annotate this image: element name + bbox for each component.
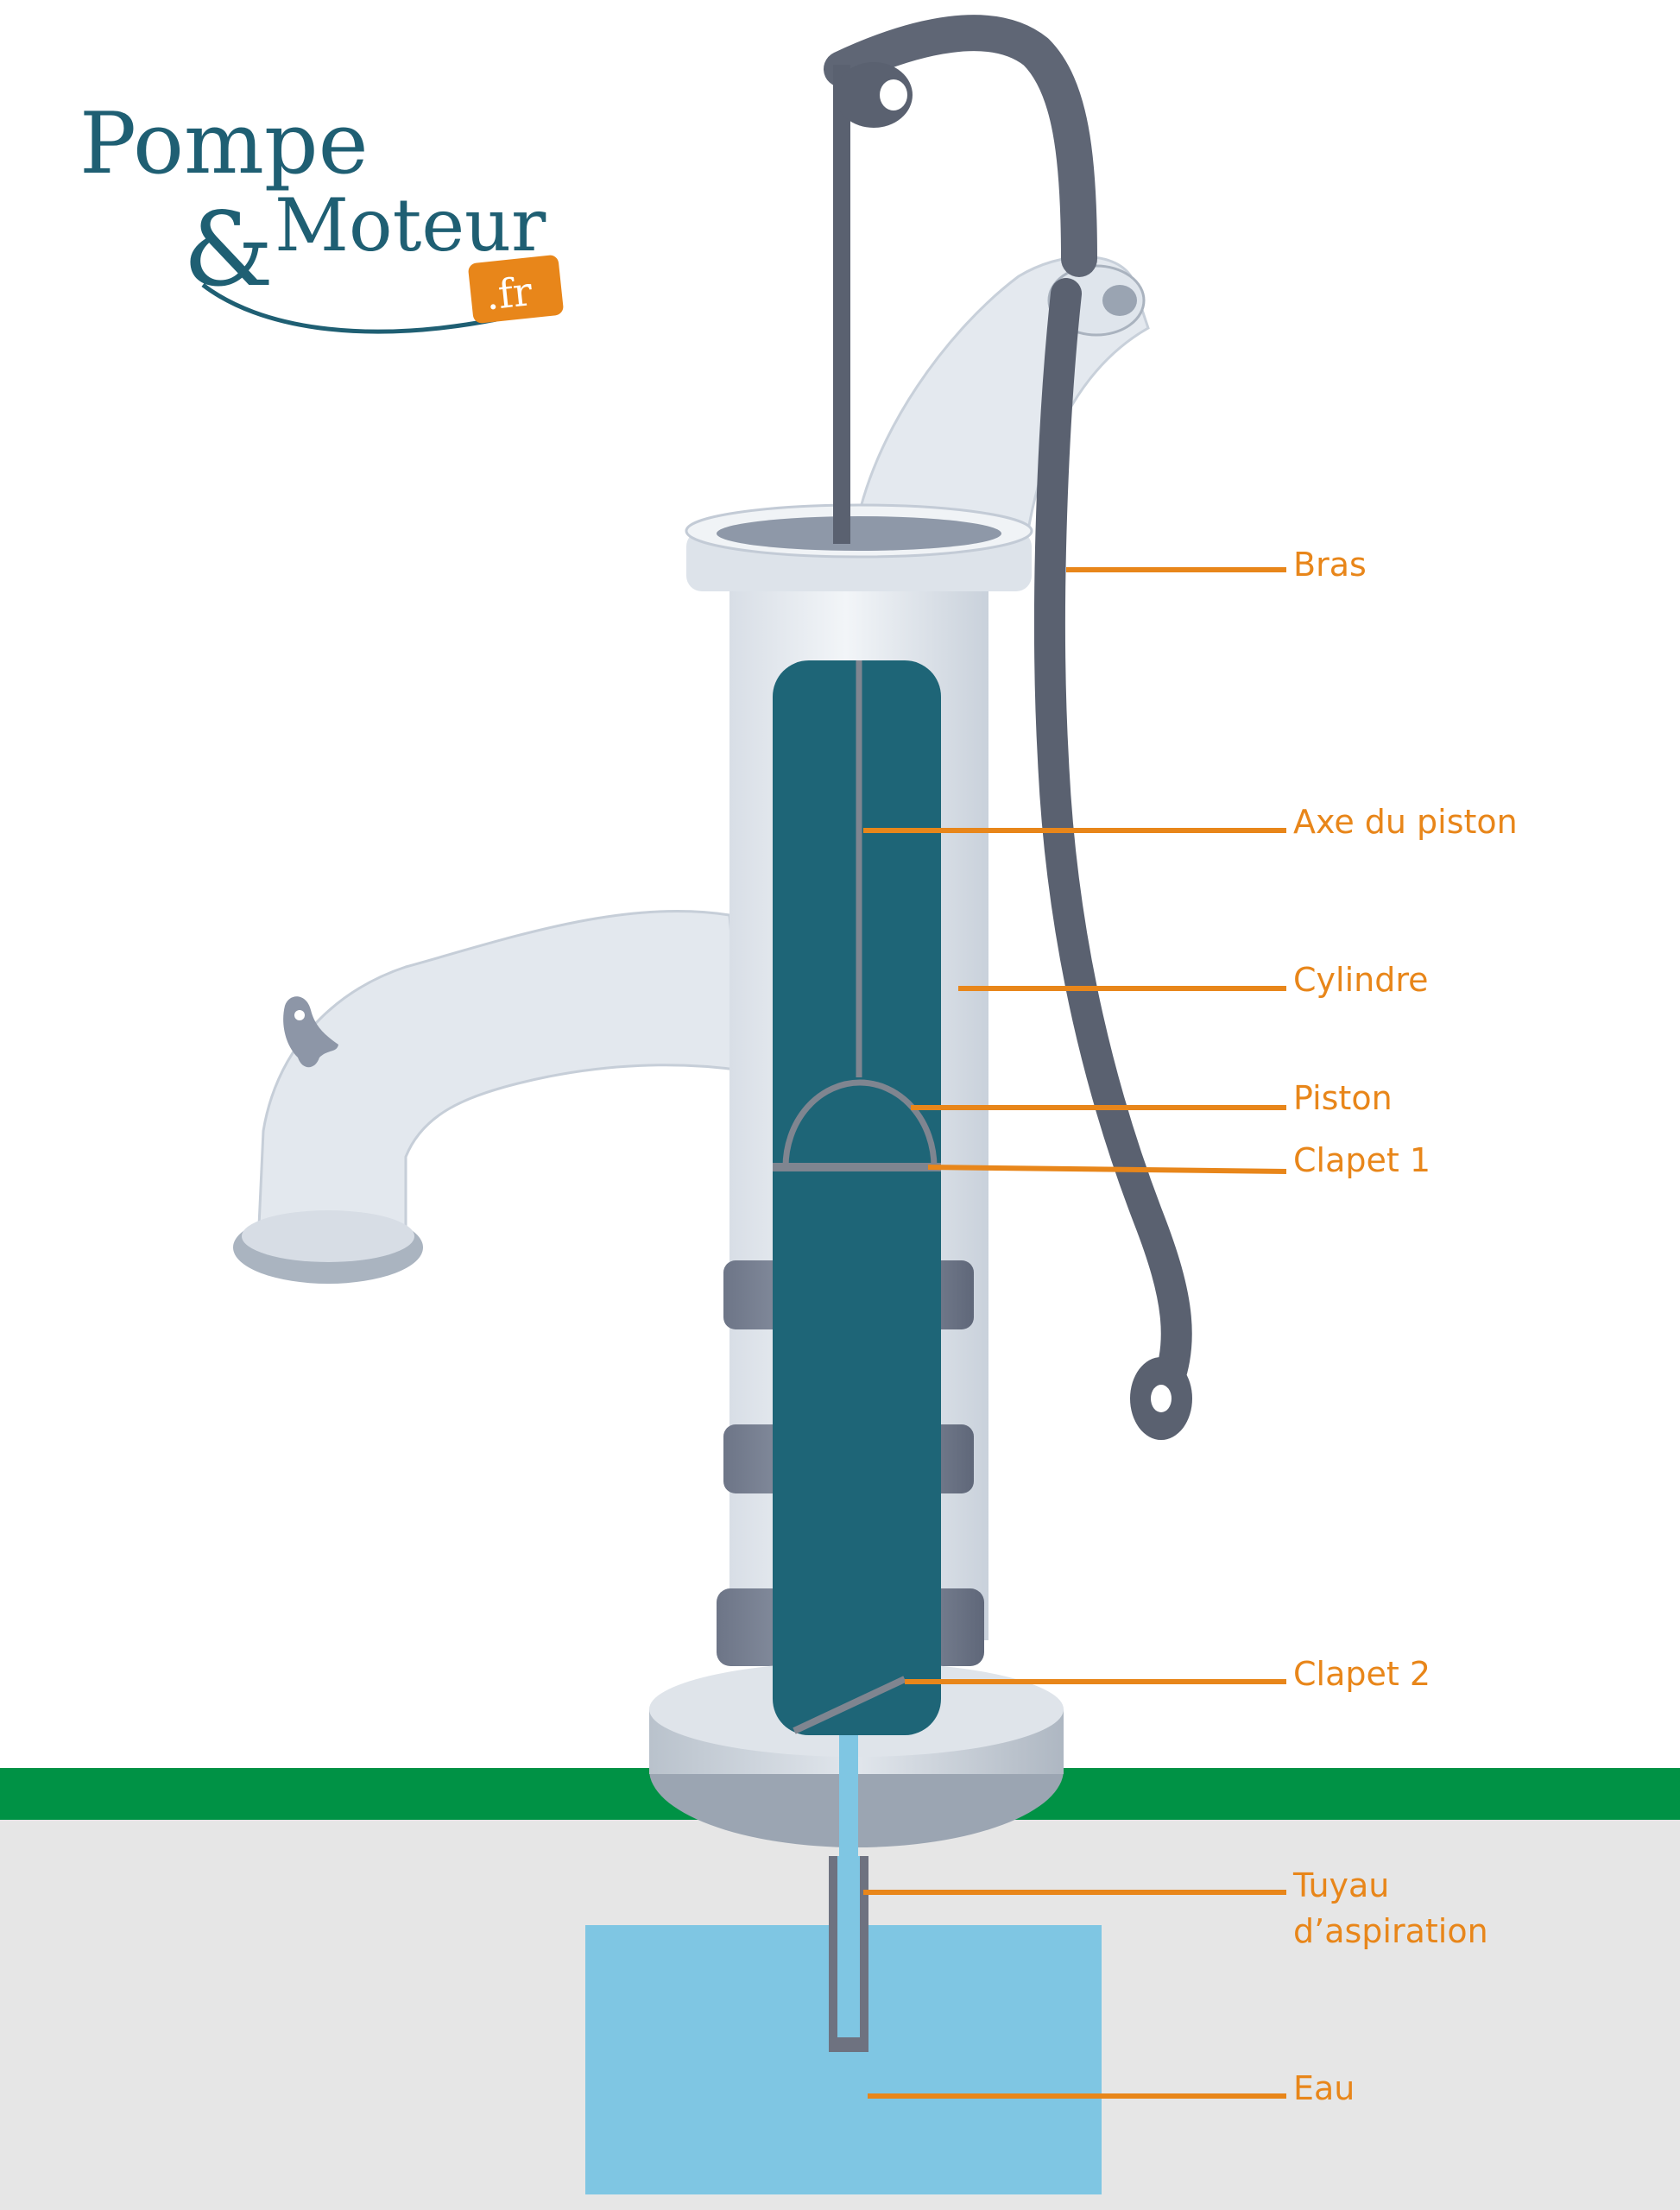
logo-swoosh [201, 283, 497, 334]
logo-badge [468, 255, 564, 324]
label-piston: Piston [1293, 1079, 1393, 1117]
label-clapet-1: Clapet 1 [1293, 1141, 1431, 1179]
logo-badge-text: .fr [483, 268, 534, 319]
suction-pipe [829, 1856, 868, 2052]
label-tuyau: Tuyau [1292, 1866, 1389, 1904]
suction-pipe-upper [839, 1735, 858, 1856]
leader-clapet1 [927, 1165, 1287, 1174]
logo-word-pompe: Pompe [79, 95, 369, 193]
top-rim [685, 503, 1033, 591]
pump-handle [824, 15, 1192, 1440]
logo-word-moteur: Moteur [275, 183, 546, 268]
label-eau: Eau [1293, 2069, 1355, 2107]
label-clapet-2: Clapet 2 [1293, 1655, 1431, 1693]
label-bras: Bras [1293, 546, 1367, 584]
spout [233, 909, 744, 1284]
logo-ampersand: & [183, 190, 274, 309]
label-axe-du-piston: Axe du piston [1293, 803, 1518, 841]
logo: Pompe & Moteur .fr [79, 95, 564, 334]
label-aspiration: d’aspiration [1293, 1912, 1488, 1950]
valve-2 [793, 1676, 906, 1734]
label-cylindre: Cylindre [1293, 961, 1429, 999]
cylinder-interior [773, 660, 941, 1735]
piston [782, 1079, 938, 1168]
